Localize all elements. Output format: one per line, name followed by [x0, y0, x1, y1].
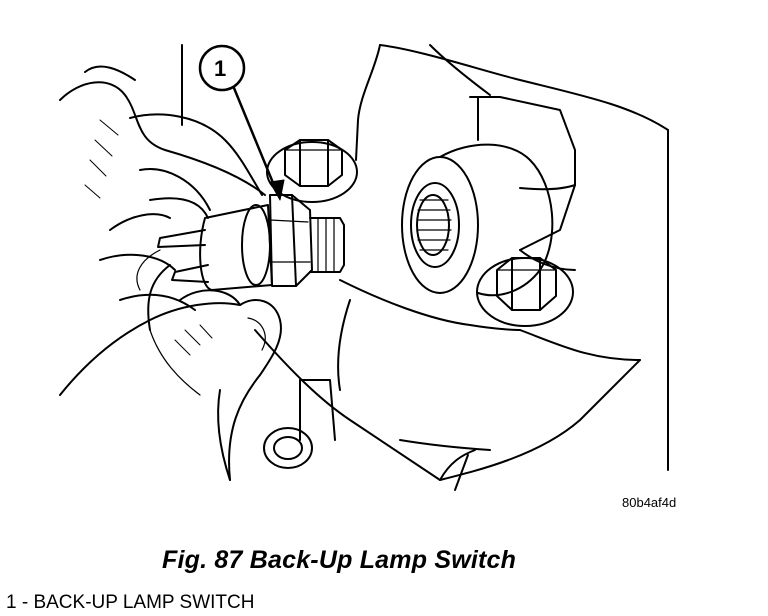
callout-1-circle: [198, 44, 246, 92]
transmission-case: [181, 44, 669, 491]
technician-hand: [59, 65, 282, 481]
lower-bolt: [476, 257, 574, 327]
upper-bolt: [266, 139, 358, 203]
callout-1-number: 1: [214, 56, 226, 81]
case-hole: [263, 427, 313, 469]
image-code: 80b4af4d: [622, 495, 677, 510]
callout-1: 1: [198, 44, 285, 201]
callout-1-arrowhead: [269, 179, 285, 201]
figure-caption: Fig. 87 Back-Up Lamp Switch: [162, 546, 517, 574]
legend-item-1: 1 - BACK-UP LAMP SWITCH: [6, 592, 255, 613]
back-up-lamp-switch: [157, 194, 345, 291]
callout-1-leader: [232, 86, 280, 197]
switch-mounting-boss: [401, 96, 554, 297]
